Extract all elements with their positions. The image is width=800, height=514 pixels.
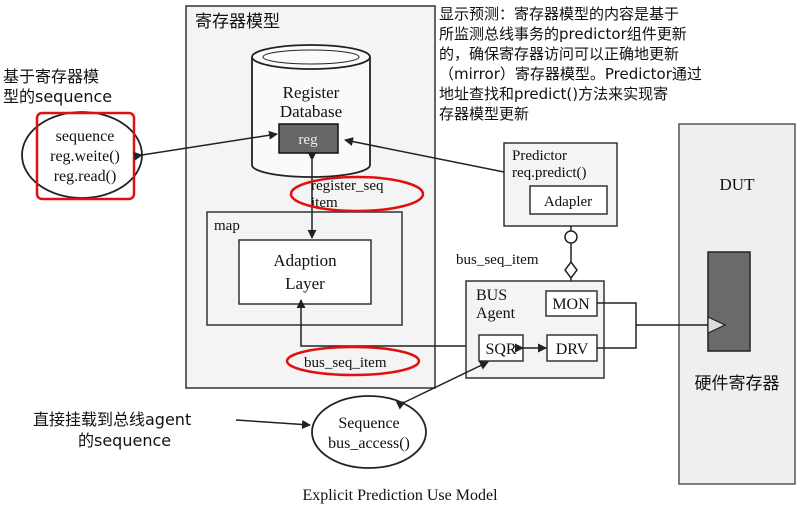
reg-block (278, 123, 339, 154)
left-seq-line1: sequence (56, 128, 115, 145)
adaption-sqr-arrow (300, 306, 480, 351)
left-note-line2: 型的sequence (3, 87, 112, 106)
bus-sequence-sqr-arrow (395, 361, 489, 410)
mon-label: MON (552, 296, 590, 313)
explanation-line4: （mirror）寄存器模型。Predictor通过 (439, 65, 702, 83)
left-note-line1: 基于寄存器模 (3, 67, 99, 86)
adapter-block (529, 185, 608, 215)
map-panel: map Adaption Layer (206, 211, 403, 326)
bottom-note-line1: 直接挂载到总线agent (33, 410, 191, 429)
predictor-title: Predictor (512, 148, 567, 164)
hardware-register-block (707, 251, 751, 352)
bus-seq-item-bottom: bus_seq_item (304, 355, 387, 371)
bus-agent-title-line1: BUS (476, 287, 507, 304)
left-seq-line2: reg.weite() (50, 148, 120, 165)
map-title: map (214, 218, 240, 234)
figure-caption: Explicit Prediction Use Model (302, 487, 498, 504)
explanation-line2: 所监测总线事务的predictor组件更新 (439, 25, 687, 43)
register-seq-item-highlight (289, 175, 425, 213)
sqr-label: SQR (485, 341, 516, 358)
bus-agent-panel: BUS Agent MON SQR DRV (465, 280, 605, 379)
sequence-reg-arrow (133, 130, 278, 161)
bottom-sequence: 直接挂载到总线agent 的sequence Sequence bus_acce… (33, 395, 427, 469)
bus-to-dut (597, 302, 708, 349)
bottom-note-line2: 的sequence (78, 431, 171, 450)
predictor-panel: Predictor req.predict() Adapler (503, 142, 618, 227)
hardware-register-label: 硬件寄存器 (695, 374, 780, 394)
adaption-label-line2: Layer (285, 274, 325, 293)
explanation-line1: 显示预测：寄存器模型的内容是基于 (439, 5, 679, 23)
adapter-label: Adapler (544, 194, 592, 210)
explanation-line3: 的，确保寄存器访问可以正确地更新 (439, 45, 679, 63)
predictor-method: req.predict() (512, 165, 587, 181)
database-label-line1: Register (283, 83, 340, 102)
explanation-line6: 存器模型更新 (439, 105, 529, 123)
drv-block (546, 334, 598, 362)
register-database: Register Database reg (251, 44, 371, 178)
left-sequence: 基于寄存器模 型的sequence sequence reg.weite() r… (3, 67, 143, 201)
dut-title: DUT (720, 175, 756, 194)
explanation-line5: 地址查找和predict()方法来实现寄 (439, 85, 668, 103)
predictor-mon-connector (564, 226, 578, 284)
reg-label: reg (298, 132, 318, 148)
adaption-layer (238, 239, 372, 305)
bottom-seq-line2: bus_access() (328, 435, 410, 452)
bottom-seq-line1: Sequence (338, 415, 399, 432)
register-seq-item-line1: register_seq (311, 178, 384, 194)
predictor-reg-arrow (344, 137, 505, 173)
explanation-text: 显示预测：寄存器模型的内容是基于 所监测总线事务的predictor组件更新 的… (439, 5, 702, 123)
bus-seq-item-bottom-label: bus_seq_item (285, 345, 421, 377)
bus-agent-title-line2: Agent (476, 305, 516, 322)
bus-seq-item-highlight (285, 345, 421, 377)
adaption-label-line1: Adaption (273, 251, 337, 270)
database-label-line2: Database (280, 102, 342, 121)
left-seq-line3: reg.read() (54, 168, 117, 185)
drv-label: DRV (556, 341, 589, 358)
mon-block (545, 290, 598, 317)
register-model-title: 寄存器模型 (195, 12, 280, 32)
dut-panel: DUT 硬件寄存器 (678, 123, 796, 485)
register-seq-item-label: register_seq item (289, 175, 425, 213)
bus-seq-item-top: bus_seq_item (456, 252, 539, 268)
